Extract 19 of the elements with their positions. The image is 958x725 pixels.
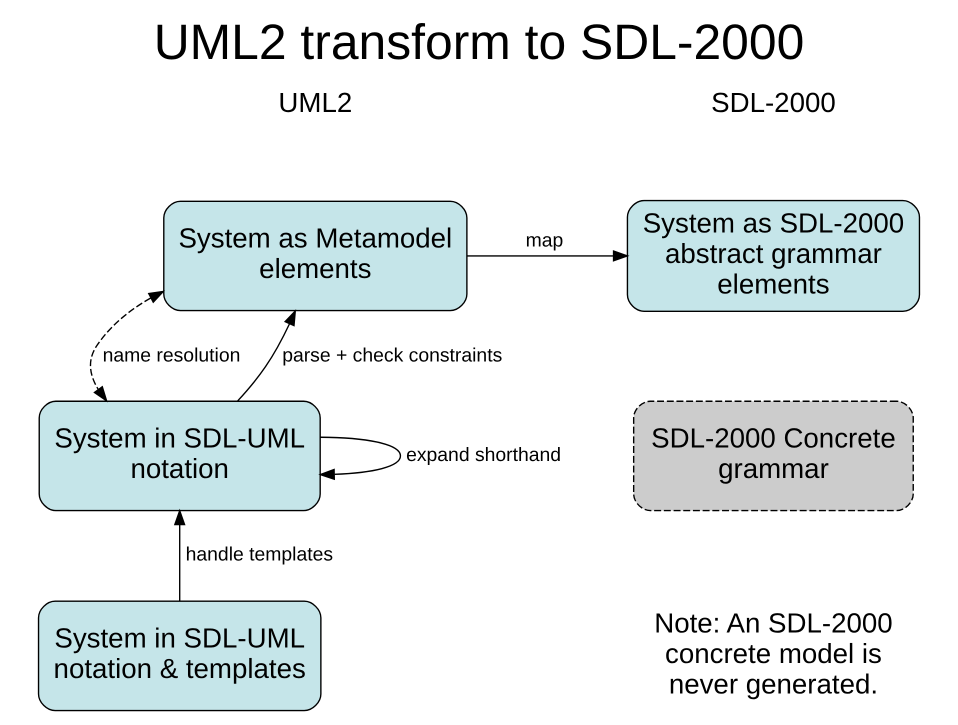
label: UML2 [278, 86, 352, 118]
node-box: System in SDL-UML notation [38, 400, 321, 512]
arrow [467, 250, 630, 262]
edge-label: parse + check constraints [282, 344, 502, 366]
arrow [174, 508, 186, 602]
node-box: System as SDL-2000 abstract grammar elements [626, 200, 920, 312]
arrow [237, 309, 296, 402]
edge-label: map [526, 230, 564, 252]
diagram-title: UML2 transform to SDL-2000 [154, 14, 804, 70]
edge-label: handle templates [186, 544, 334, 566]
label: SDL-2000 [711, 86, 836, 118]
arrow [90, 290, 166, 402]
edge-label: expand shorthand [406, 444, 562, 466]
label: Note: An SDL-2000 concrete model is never generated. [654, 607, 893, 700]
edge-label: name resolution [102, 344, 240, 366]
arrow [318, 436, 402, 480]
node-box: System as Metamodel elements [163, 200, 468, 312]
node-box: SDL-2000 Concrete grammar [632, 400, 914, 512]
node-box: System in SDL-UML notation & templates [38, 600, 322, 712]
